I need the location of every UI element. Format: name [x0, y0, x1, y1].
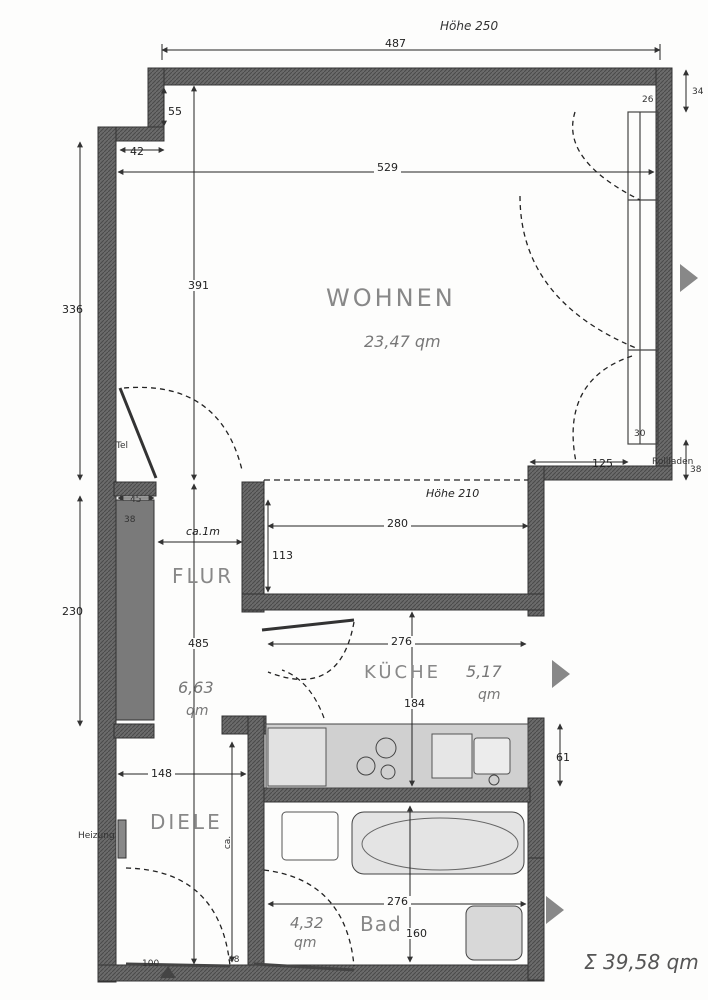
ca-note: ca. [223, 835, 234, 850]
room-kueche-unit: qm [478, 687, 501, 703]
door-swing-window-mid [519, 195, 637, 349]
dim-bottom-right-small: 38 [690, 465, 702, 475]
wall-kitchen-top [241, 593, 545, 611]
door-leaf-entry [125, 962, 231, 968]
rollladen-label: Rollladen [652, 457, 694, 467]
entry-marker [160, 966, 176, 978]
closet [115, 499, 155, 721]
wall-kitchen-bath [263, 787, 531, 803]
door-swing-flur [123, 386, 243, 471]
dim-kitchen-right: 61 [556, 751, 570, 764]
wall-top [147, 67, 671, 86]
wall-flur-left-stub [113, 481, 157, 497]
room-kueche-name: KÜCHE [364, 662, 441, 683]
wall-opening-left-post [241, 481, 265, 613]
dim-kitchen-width: 276 [388, 636, 415, 647]
total-area: Σ 39,58 qm [584, 950, 699, 974]
dim-right-inner: 26 [642, 95, 654, 105]
wall-diele-left-stub [113, 723, 155, 739]
dim-closet-a: 45 [130, 495, 142, 505]
window [627, 111, 659, 445]
bath-fixtures [281, 811, 525, 961]
height-note: Höhe 250 [440, 19, 499, 33]
dim-left-bottom: 230 [62, 605, 83, 618]
dim-entry-small: 48 [228, 955, 240, 965]
dim-inner-width: 529 [374, 162, 401, 173]
room-flur-area-value: 6,63 [178, 678, 214, 697]
kitchen-counter [265, 723, 529, 789]
dim-top-width: 487 [385, 37, 406, 50]
room-flur-area-unit: qm [186, 703, 209, 719]
dim-closet-b: 38 [124, 515, 136, 525]
wall-partition-vertical [247, 715, 265, 973]
door-swing-entry [125, 867, 231, 967]
dim-niche-depth: 55 [168, 105, 182, 118]
dim-entry-width: 100 [142, 959, 160, 969]
heater [117, 819, 127, 859]
dim-flur-height: 485 [188, 637, 209, 650]
dim-flur-width: ca.1m [186, 525, 220, 538]
room-bad-area: 4,32 [290, 914, 324, 932]
room-wohnen-area: 23,47 qm [364, 332, 441, 351]
door-swing-kitchen-2 [281, 669, 325, 719]
heizung-label: Heizung [78, 831, 115, 841]
door-swing-bath [263, 869, 355, 967]
dim-opening-depth: 113 [272, 549, 293, 562]
door-leaf-flur [118, 387, 158, 479]
door-leaf-kitchen [261, 618, 355, 632]
room-kueche-area: 5,17 [466, 662, 502, 681]
door-swing-window-top [571, 111, 641, 201]
dim-left-top: 336 [62, 303, 83, 316]
dim-bottom-right: 125 [592, 457, 613, 470]
tel-label: Tel [116, 441, 129, 451]
room-diele-name: DIELE [150, 810, 223, 834]
wall-bath-right [527, 857, 545, 981]
door-height-note: Höhe 210 [426, 487, 480, 500]
door-leaf-bath [253, 962, 355, 972]
door-swing-kitchen [267, 621, 355, 681]
dim-right-top: 34 [692, 87, 704, 97]
dim-wohnen-height: 391 [188, 279, 209, 292]
dim-window-depth: 30 [634, 429, 646, 439]
room-bad-unit: qm [294, 935, 317, 951]
dim-kitchen-depth: 184 [404, 697, 425, 710]
window-symbols [546, 264, 698, 924]
room-wohnen-name: WOHNEN [326, 284, 456, 312]
dim-niche-width: 42 [130, 145, 144, 158]
dim-bath-depth: 160 [406, 927, 427, 940]
room-flur-name: FLUR [172, 564, 235, 588]
dim-bath-width: 276 [384, 896, 411, 907]
wall-step-vertical [527, 465, 545, 617]
dim-diele-width: 148 [148, 768, 175, 779]
room-bad-name: Bad [360, 912, 402, 936]
wall-left [97, 126, 117, 983]
dim-door-opening: 280 [384, 518, 411, 529]
door-swing-window-bottom [572, 355, 633, 463]
